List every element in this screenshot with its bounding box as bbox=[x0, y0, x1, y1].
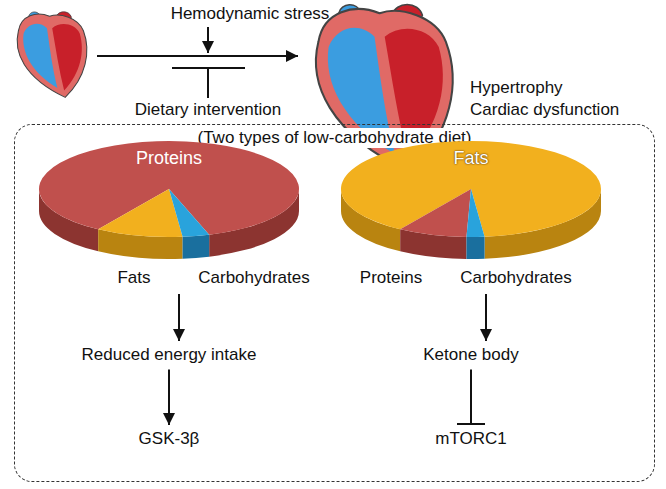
slice-label: Carbohydrates bbox=[460, 268, 572, 288]
annotation-label: Hemodynamic stress bbox=[171, 4, 330, 24]
node-text: mTORC1 bbox=[435, 429, 506, 449]
pie-main-label: Fats bbox=[453, 148, 488, 170]
progression-arrow bbox=[97, 55, 298, 57]
dashed-group-box: (Two types of low-carbohydrate diet)Prot… bbox=[14, 124, 655, 482]
slice-label: Fats bbox=[117, 268, 150, 288]
pie-chart: ProteinsFats Carbohydrates bbox=[34, 134, 324, 292]
pie-slice bbox=[169, 189, 209, 237]
annotation-label: Hypertrophy bbox=[470, 78, 563, 98]
small-heart bbox=[17, 12, 87, 98]
inhibition-stem bbox=[207, 68, 209, 98]
pie-top bbox=[39, 141, 299, 237]
slice-label: Proteins bbox=[360, 268, 422, 288]
text-node: mTORC1 bbox=[431, 427, 510, 451]
connector-arrow bbox=[485, 294, 487, 341]
pie-slice bbox=[400, 189, 471, 237]
text-node: GSK-3β bbox=[135, 427, 204, 451]
text-node: Reduced energy intake bbox=[78, 343, 261, 367]
text-node: Ketone body bbox=[419, 343, 522, 367]
pie-side-segment bbox=[466, 237, 484, 259]
pie-main-label: Proteins bbox=[136, 148, 202, 170]
node-text: Ketone body bbox=[423, 345, 518, 365]
stress-arrow bbox=[207, 27, 209, 53]
annotation-label: Cardiac dysfunction bbox=[470, 100, 619, 120]
pie-top bbox=[341, 141, 601, 237]
pie-side-segment bbox=[183, 235, 210, 259]
pie-chart: FatsProteins Carbohydrates bbox=[341, 134, 631, 292]
node-text: GSK-3β bbox=[139, 429, 200, 449]
inhibition-bar bbox=[457, 423, 485, 425]
connector-arrow bbox=[168, 369, 170, 425]
pie-slice bbox=[98, 189, 182, 237]
slice-label: Carbohydrates bbox=[198, 268, 310, 288]
pie-slice bbox=[466, 189, 484, 237]
node-text: Reduced energy intake bbox=[82, 345, 257, 365]
pie-slice bbox=[341, 141, 601, 237]
connector-arrow bbox=[470, 369, 472, 424]
connector-arrow bbox=[178, 294, 180, 341]
annotation-label: Dietary intervention bbox=[135, 100, 281, 120]
